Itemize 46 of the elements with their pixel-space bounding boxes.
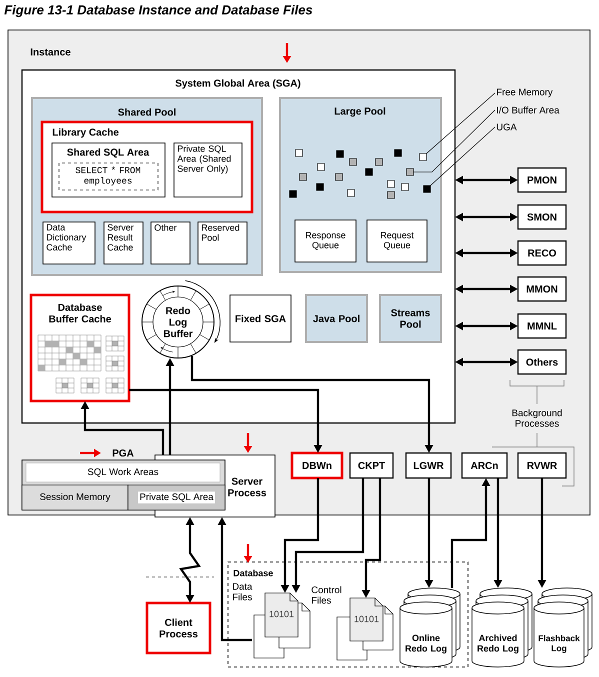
process-box: RECO	[517, 240, 567, 266]
memory-row: SQL Work Areas	[26, 462, 220, 482]
cache-box: Data Dictionary Cache	[42, 222, 96, 264]
queue-box: Response Queue	[294, 220, 356, 262]
process-box: RVWR	[517, 452, 567, 479]
memory-box: Other	[150, 222, 190, 264]
process-box: CKPT	[349, 452, 394, 479]
disk-stack-drawing: Flashback Log	[534, 588, 592, 668]
file-stack-drawing: Control Files 10101	[312, 586, 394, 660]
pool-box: Java Pool	[305, 294, 368, 343]
group-label: Background Processes	[512, 409, 562, 427]
pool-box: Reserved Pool	[198, 222, 248, 264]
leader-line	[426, 92, 496, 154]
memory-row: Session Memory	[22, 484, 128, 510]
process-box: ARCn	[461, 452, 508, 479]
buffer-cache-box: Database Buffer Cache	[30, 294, 130, 402]
process-box: MMNL	[517, 313, 567, 339]
memory-box: Fixed SGA	[230, 294, 292, 342]
square-marker	[419, 153, 427, 161]
square-marker	[423, 185, 431, 193]
disk-stack-drawing: Online Redo Log	[400, 588, 460, 668]
process-box: Client Process	[146, 602, 212, 654]
pool-box: Streams Pool	[379, 294, 442, 343]
leader-line	[413, 110, 496, 172]
callout-text: Free Memory	[496, 88, 553, 98]
square-marker	[406, 168, 414, 176]
process-box: PMON	[517, 167, 567, 193]
process-box: Others	[517, 349, 567, 375]
leader-line	[430, 126, 496, 186]
node-label: Data Files	[232, 583, 252, 600]
memory-row: Private SQL Area	[128, 484, 226, 510]
process-box: MMON	[517, 276, 567, 302]
node-label: Control Files	[312, 586, 342, 604]
process-box: DBWn	[290, 452, 344, 480]
figure-title: Figure 13-1 Database Instance and Database Files	[4, 4, 312, 18]
queue-box: Request Queue	[366, 220, 428, 262]
node-label: PGA	[112, 449, 134, 457]
sql-area-box: Shared SQL Area SELECT * FROM employees	[52, 142, 166, 198]
file-stack-drawing: Data Files 10101	[232, 583, 310, 658]
process-box: LGWR	[405, 452, 452, 479]
cache-box: Server Result Cache	[104, 222, 144, 264]
callout-text: I/O Buffer Area	[497, 106, 560, 114]
callout-text: UGA	[496, 124, 517, 130]
sql-area-box: Private SQL Area (Shared Server Only)	[174, 142, 242, 198]
process-box: SMON	[517, 204, 567, 230]
disk-stack-drawing: Archived Redo Log	[472, 588, 532, 668]
